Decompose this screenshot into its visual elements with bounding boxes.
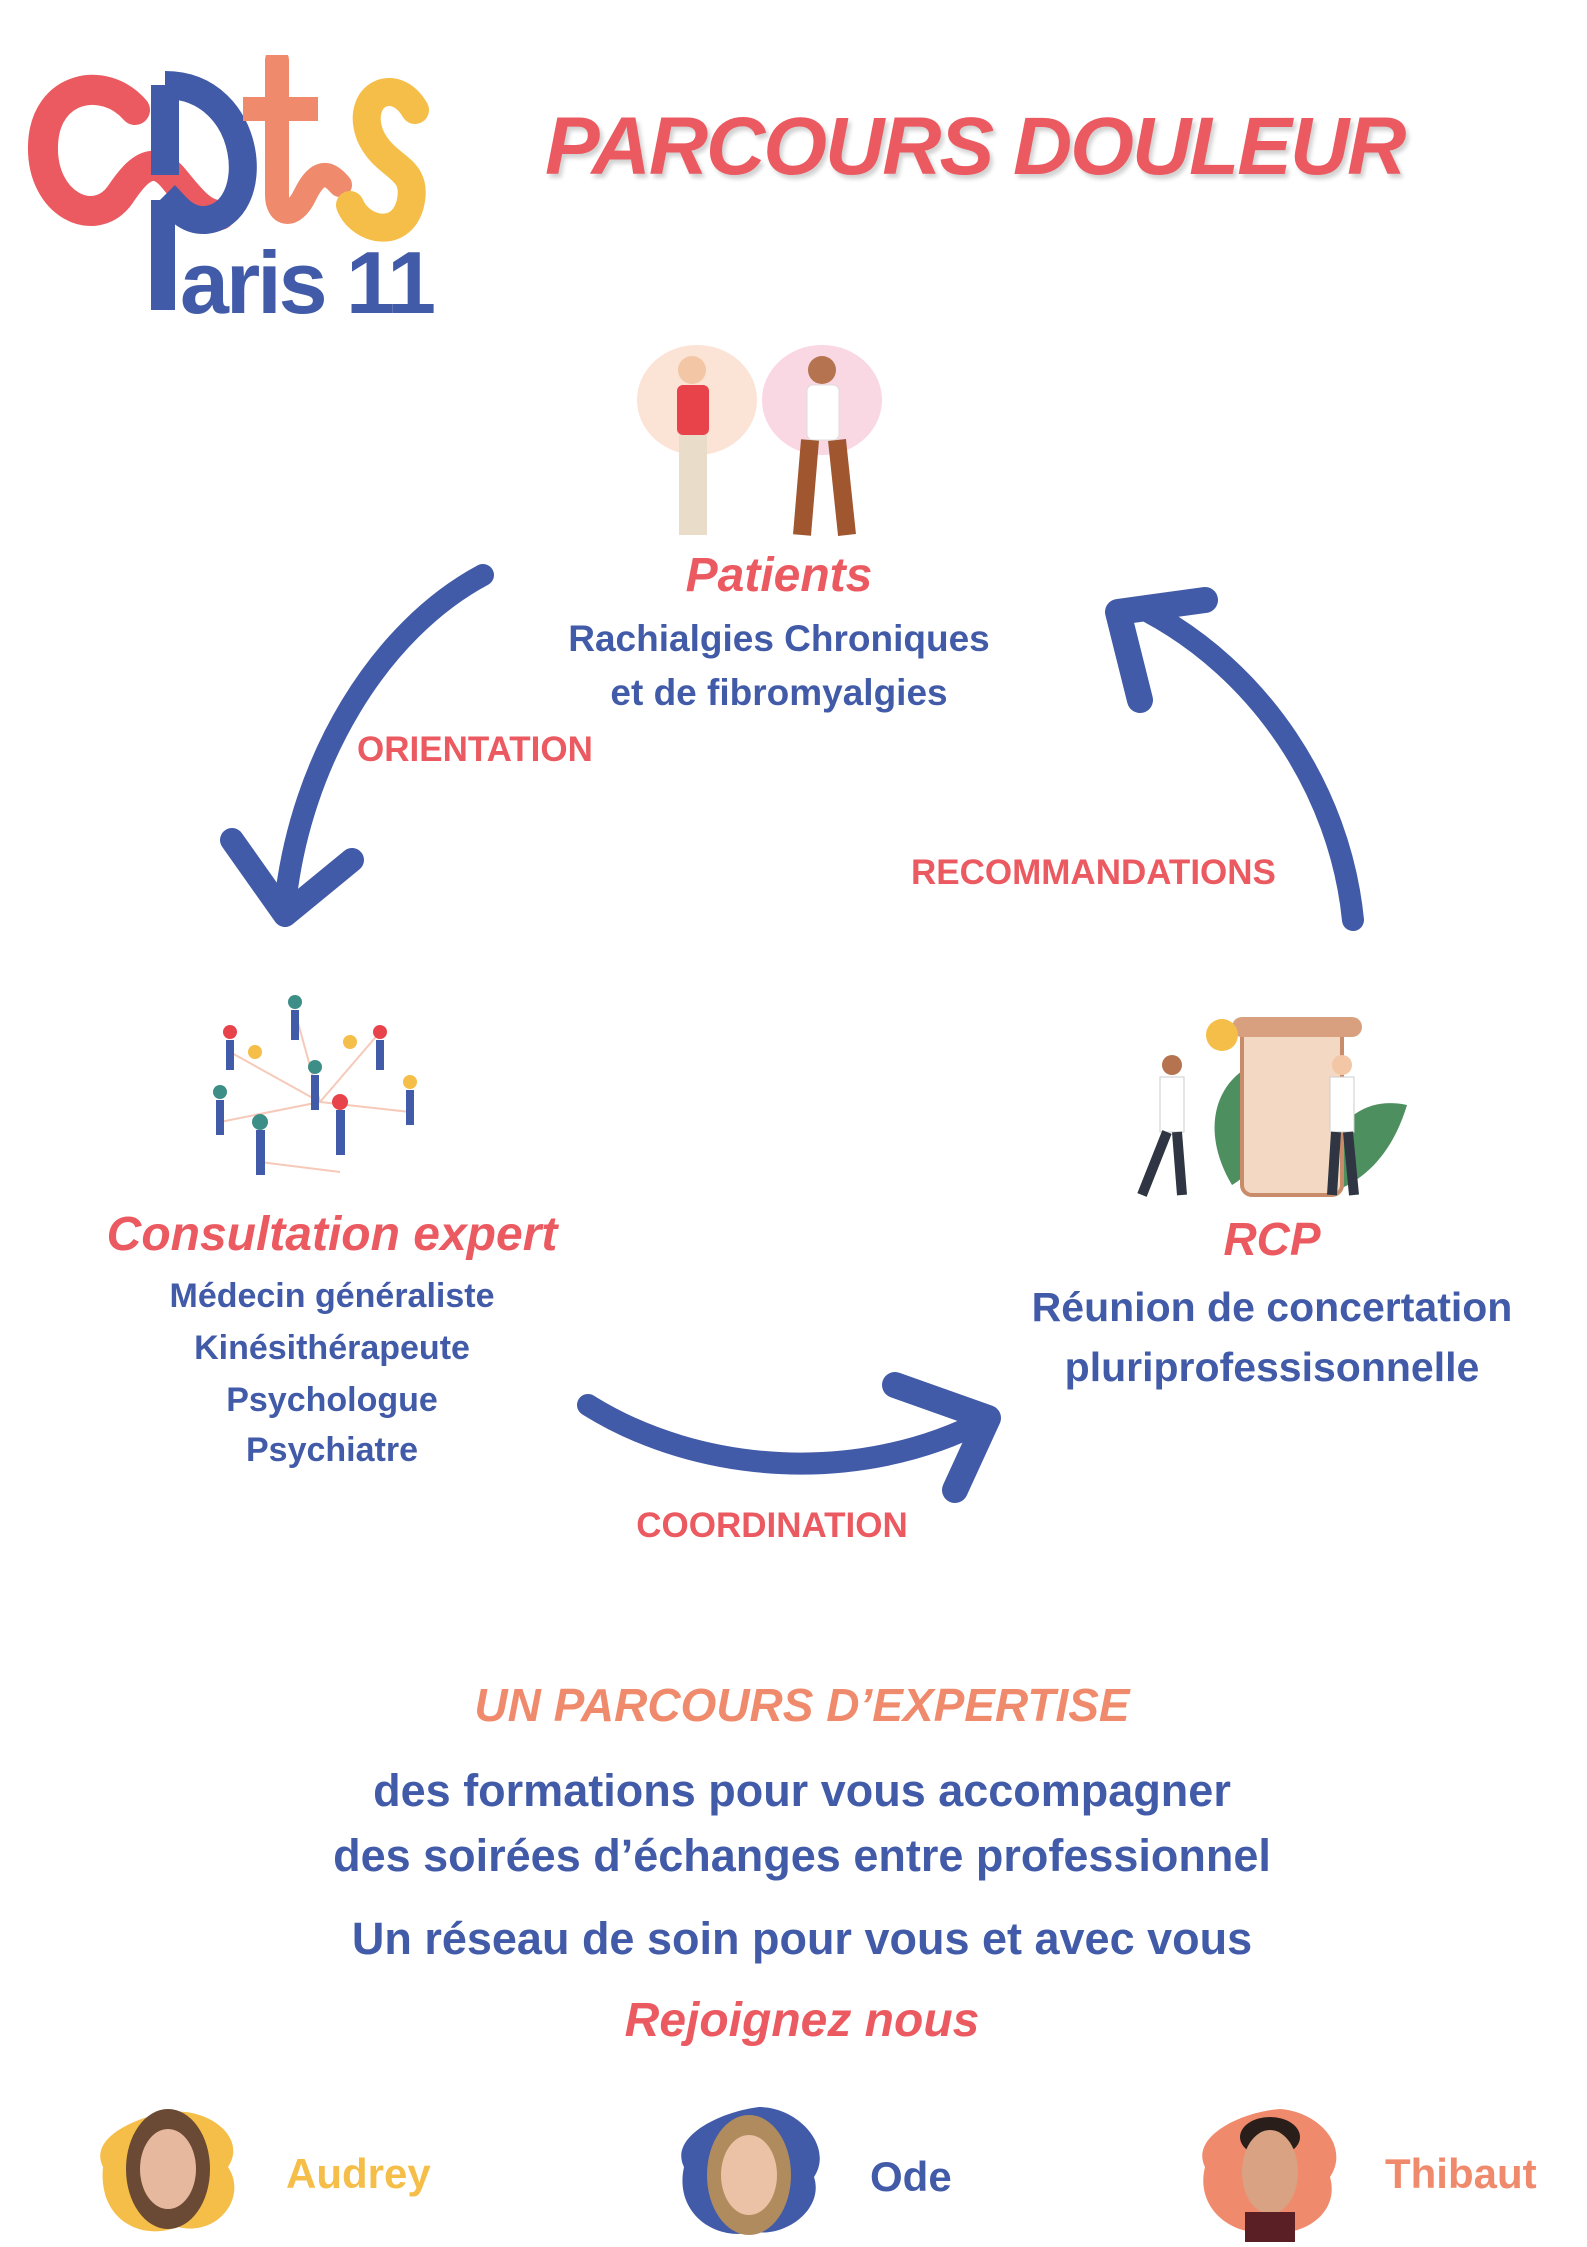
logo-graphic: aris 11: [28, 55, 437, 325]
orientation-label: ORIENTATION: [357, 730, 593, 769]
consultation-line: Kinésithérapeute: [194, 1329, 470, 1367]
orientation-arrowhead: [220, 828, 364, 927]
recommandations-label: RECOMMANDATIONS: [911, 853, 1276, 892]
rcp-line: Réunion de concertation: [1031, 1284, 1513, 1330]
coordination-arrow: [577, 1394, 996, 1475]
team-member-name: Thibaut: [1385, 2150, 1537, 2197]
consultation-line: Psychiatre: [246, 1431, 418, 1469]
svg-text:aris 11: aris 11: [180, 233, 434, 325]
patients-line: Rachialgies Chroniques: [568, 618, 990, 659]
patients-illustration: [637, 345, 882, 536]
rcp-illustration: [1137, 1017, 1407, 1197]
ode-avatar: [681, 2107, 820, 2235]
consultation-line: Médecin généraliste: [169, 1277, 495, 1315]
network-illustration: [213, 995, 417, 1175]
team-member-name: Ode: [870, 2153, 952, 2200]
coordination-arrowhead: [882, 1372, 1001, 1503]
page-title: PARCOURS DOULEUR: [545, 101, 1406, 192]
thibaut-avatar: [1202, 2109, 1337, 2242]
consultation-line: Psychologue: [226, 1381, 438, 1419]
join-cta: Rejoignez nous: [624, 1994, 980, 2047]
recommandations-arrowhead: [1105, 587, 1218, 713]
rcp-line: pluriprofessisonnelle: [1064, 1344, 1480, 1390]
patients-line: et de fibromyalgies: [610, 672, 948, 713]
recommandations-arrow: [1134, 599, 1364, 931]
audrey-avatar: [100, 2109, 235, 2232]
coordination-label: COORDINATION: [636, 1506, 908, 1545]
rcp-title: RCP: [1223, 1213, 1321, 1265]
expertise-subtitle: UN PARCOURS D’EXPERTISE: [474, 1679, 1130, 1731]
footer-line: des formations pour vous accompagner: [373, 1765, 1231, 1816]
footer-line: Un réseau de soin pour vous et avec vous: [351, 1913, 1253, 1964]
footer-line: des soirées d’échanges entre professionn…: [333, 1830, 1271, 1881]
consultation-title: Consultation expert: [106, 1208, 558, 1261]
team-member-name: Audrey: [286, 2150, 431, 2197]
orientation-arrow: [274, 564, 494, 916]
patients-title: Patients: [685, 549, 873, 602]
